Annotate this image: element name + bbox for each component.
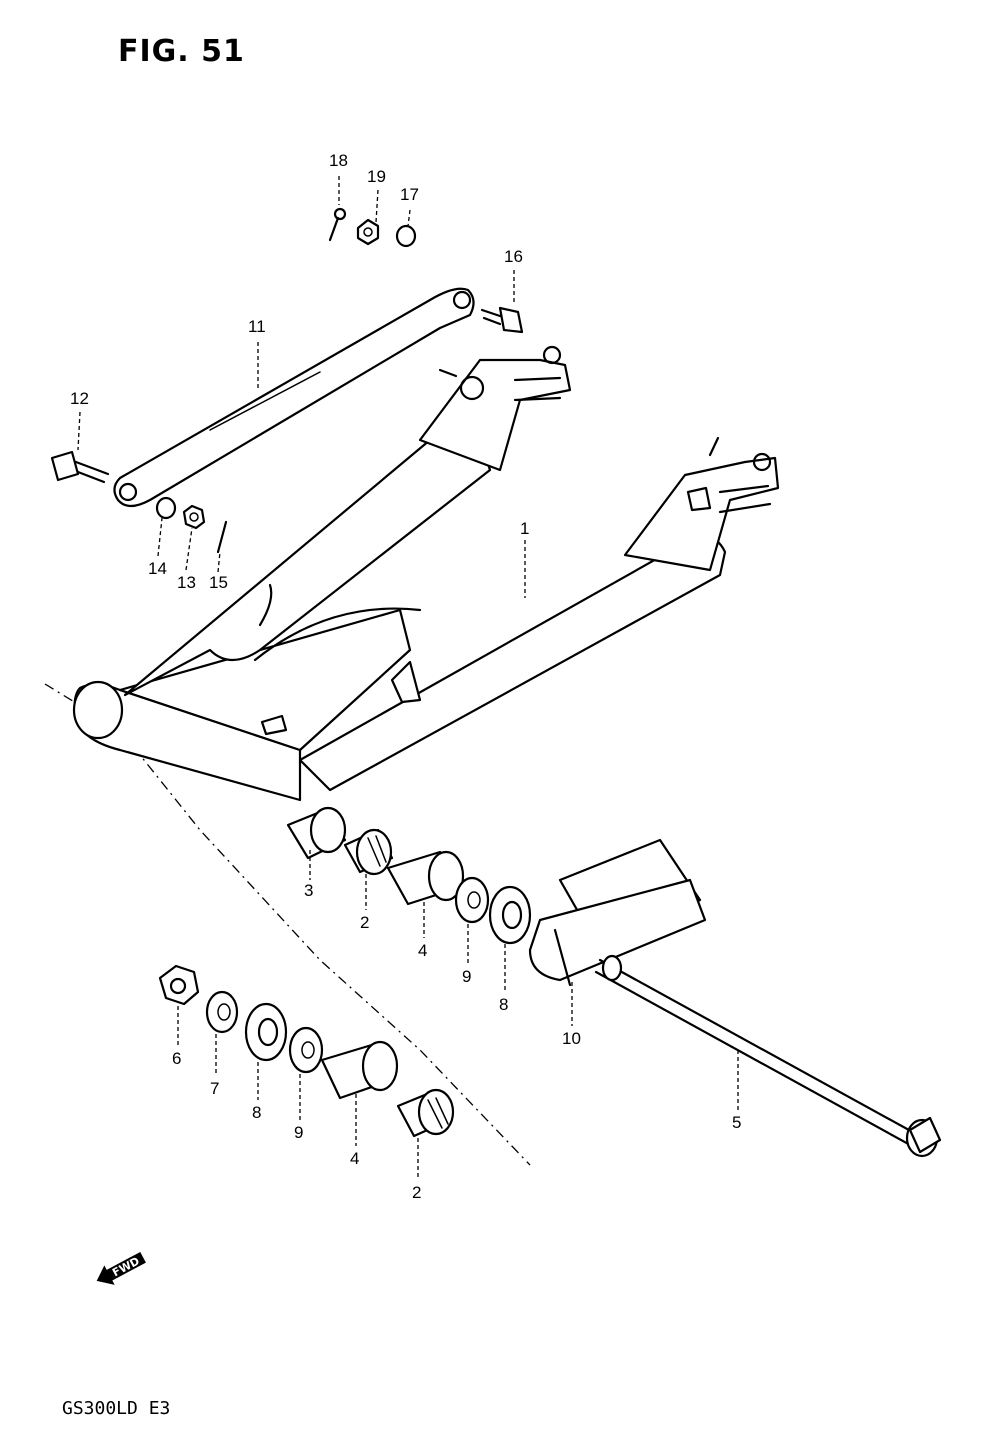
pivot-shaft-5-part <box>594 954 942 1158</box>
callout-5: 5 <box>732 1113 741 1132</box>
callout-9-upper: 9 <box>462 967 471 986</box>
callout-4-lower: 4 <box>350 1149 359 1168</box>
washer-17-part <box>395 224 417 248</box>
callout-1: 1 <box>520 519 529 538</box>
callout-labels: 18 19 17 16 11 12 14 13 15 1 3 2 4 9 8 1… <box>70 151 741 1202</box>
callout-11: 11 <box>248 317 266 336</box>
callout-10: 10 <box>562 1029 581 1048</box>
washer-14-part <box>155 496 177 520</box>
figure-title: FIG. 51 <box>118 34 245 69</box>
callout-6: 6 <box>172 1049 181 1068</box>
swingarm-part <box>72 345 780 802</box>
chain-guard-10-part <box>528 838 707 987</box>
cotter-pin-18-part <box>328 207 347 242</box>
callout-4-upper: 4 <box>418 941 427 960</box>
callout-15: 15 <box>209 573 228 592</box>
callout-2-lower: 2 <box>412 1183 421 1202</box>
nut-19-part <box>356 218 380 246</box>
seal-8-upper-part <box>488 885 532 945</box>
cotter-pin-15-part <box>216 520 228 554</box>
callout-14: 14 <box>148 559 167 578</box>
bolt-12-part <box>50 450 110 484</box>
callout-16: 16 <box>504 247 523 266</box>
seal-8-lower-part <box>244 1002 288 1062</box>
callout-8-lower: 8 <box>252 1103 261 1122</box>
callout-7: 7 <box>210 1079 219 1098</box>
fwd-label: FWD <box>110 1254 142 1279</box>
bearing-2-upper-part <box>343 828 394 876</box>
callout-12: 12 <box>70 389 89 408</box>
nut-13-part <box>182 504 206 530</box>
spacer-4-upper-part <box>386 850 465 906</box>
model-code: GS300LD E3 <box>62 1398 171 1419</box>
nut-6-part <box>158 964 200 1006</box>
bolt-16-part <box>480 306 524 334</box>
callout-18: 18 <box>329 151 348 170</box>
washer-7-part <box>205 990 239 1034</box>
callout-17: 17 <box>400 185 419 204</box>
washer-9-lower-part <box>288 1026 324 1074</box>
callout-3: 3 <box>304 881 313 900</box>
bush-3-part <box>286 806 347 860</box>
callout-2-upper: 2 <box>360 913 369 932</box>
spacer-4-lower-part <box>320 1040 399 1100</box>
torque-arm-part <box>113 287 475 508</box>
leader-lines <box>77 176 739 1180</box>
fwd-arrow-icon: FWD <box>96 1252 146 1285</box>
callout-8-upper: 8 <box>499 995 508 1014</box>
callout-9-lower: 9 <box>294 1123 303 1142</box>
bearing-2-lower-part <box>396 1088 455 1138</box>
callout-19: 19 <box>367 167 386 186</box>
callout-13: 13 <box>177 573 196 592</box>
washer-9-upper-part <box>454 876 490 924</box>
